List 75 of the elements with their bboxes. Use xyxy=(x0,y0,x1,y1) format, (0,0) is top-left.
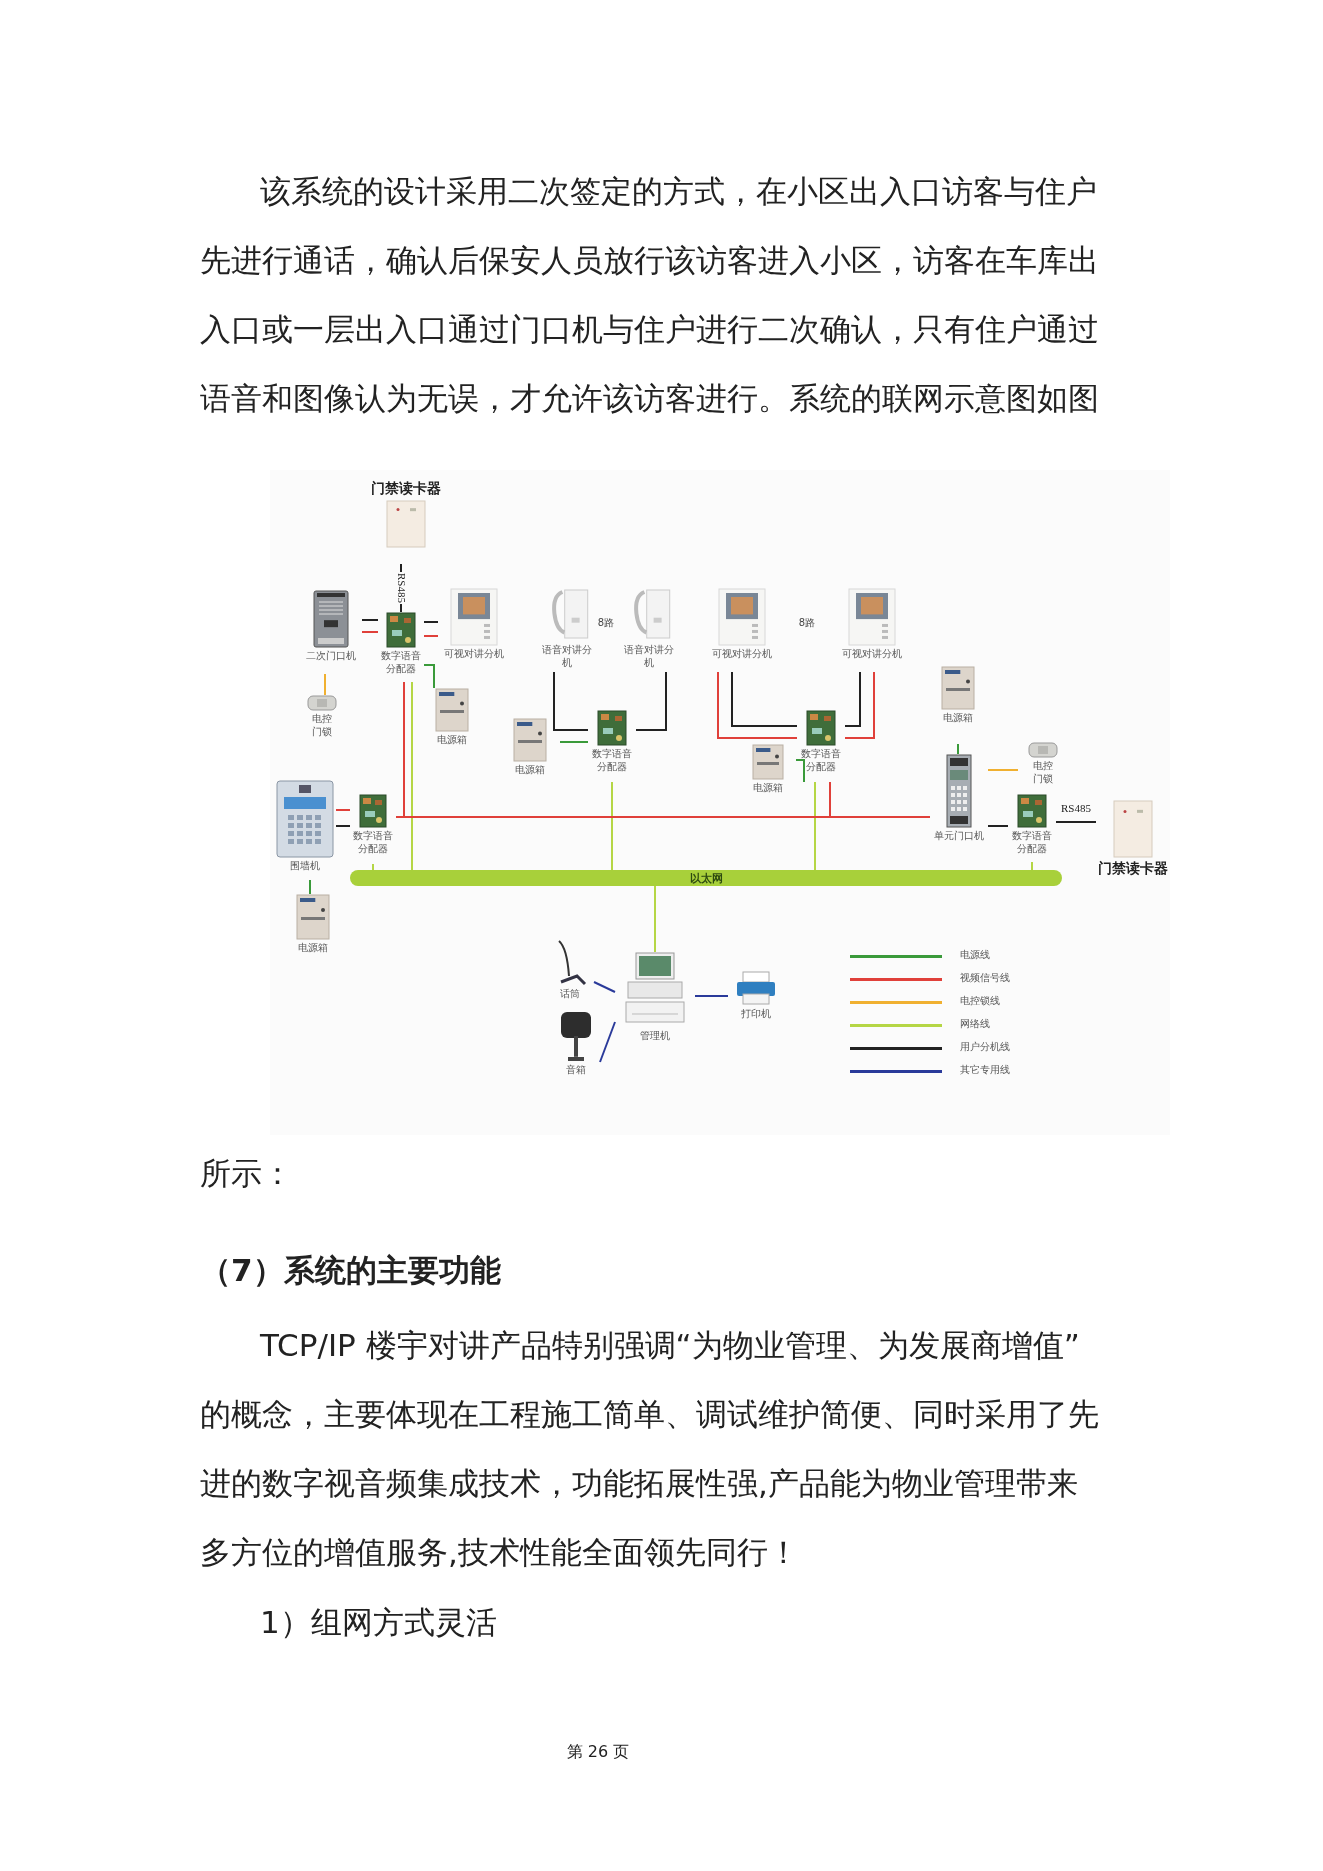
device-label: 数字语音分配器 xyxy=(380,650,422,675)
cable-line xyxy=(593,981,616,993)
device-label: 话筒 xyxy=(560,988,580,1001)
device-label: 语音对讲分机 xyxy=(623,644,675,669)
device-label: 可视对讲分机 xyxy=(842,648,902,661)
device-label: 可视对讲分机 xyxy=(444,648,504,661)
paragraph: 所示： xyxy=(200,1154,294,1193)
legend-label: 用户分机线 xyxy=(960,1042,1010,1052)
device-label: 电源箱 xyxy=(515,764,545,777)
cable-line xyxy=(599,1021,616,1063)
device-label: 电源箱 xyxy=(298,942,328,955)
cable-line xyxy=(335,825,351,827)
legend-label: 电控锁线 xyxy=(960,996,1000,1006)
legend-label: 其它专用线 xyxy=(960,1065,1010,1075)
cable-line xyxy=(1031,861,1033,871)
device-label: 电源箱 xyxy=(753,782,783,795)
cable-line xyxy=(553,671,589,731)
page-number: 第 26 页 xyxy=(565,1741,631,1763)
cable-line xyxy=(423,621,439,623)
device-label: 电控门锁 xyxy=(1032,760,1054,785)
device-label: 二次门口机 xyxy=(306,650,356,663)
cable-line xyxy=(957,743,959,755)
device-label: 管理机 xyxy=(640,1030,670,1043)
cable-line xyxy=(559,741,589,743)
edge-label: RS485 xyxy=(395,572,407,604)
cable-line xyxy=(717,671,798,739)
cable-line xyxy=(635,671,667,731)
legend-label: 视频信号线 xyxy=(960,973,1010,983)
device-label: 语音对讲分机 xyxy=(541,644,593,669)
device-label: 音箱 xyxy=(566,1064,586,1077)
cable-line xyxy=(795,759,805,783)
cable-line xyxy=(411,681,413,871)
cable-line xyxy=(654,885,656,953)
device-label: 数字语音分配器 xyxy=(352,830,394,855)
device-label: 打印机 xyxy=(741,1008,771,1021)
cable-line xyxy=(361,619,379,621)
list-item: 1）组网方式灵活 xyxy=(259,1603,498,1642)
legend-label: 网络线 xyxy=(960,1019,990,1029)
cable-line xyxy=(1055,821,1097,823)
cable-line xyxy=(395,816,931,818)
cable-line xyxy=(361,631,379,633)
section-heading: （7）系统的主要功能 xyxy=(200,1251,502,1290)
cable-line xyxy=(814,781,816,871)
channel-count-label: 8路 xyxy=(597,618,615,628)
cable-line xyxy=(731,671,798,727)
device-label: 电源箱 xyxy=(943,712,973,725)
paragraph: TCP/IP 楼宇对讲产品特别强调“为物业管理、为发展商增值” 的概念，主要体现在工程施工简单、调试维护简便、同时采用了先进的数字视音频集成技术，功能拓展性强,产品能为物业管理带来多方位的增值服务,技术性能全面领先同行！ xyxy=(200,1326,1100,1572)
legend-label: 电源线 xyxy=(960,950,990,960)
device-label: 电源箱 xyxy=(437,734,467,747)
cable-line xyxy=(611,781,613,871)
ethernet-bus-bar xyxy=(350,870,1062,886)
cable-line xyxy=(694,995,729,997)
device-label: 数字语音分配器 xyxy=(591,748,633,773)
device-label: 门禁读卡器 xyxy=(1098,860,1168,878)
cable-line xyxy=(324,673,326,696)
edge-label: RS485 xyxy=(1060,802,1092,814)
device-label: 电控门锁 xyxy=(311,713,333,738)
cable-line xyxy=(309,879,311,895)
cable-line xyxy=(372,863,374,871)
device-label: 可视对讲分机 xyxy=(712,648,772,661)
device-label: 围墙机 xyxy=(290,860,320,873)
cable-line xyxy=(987,769,1019,771)
cable-line xyxy=(423,664,435,689)
device-label: 数字语音分配器 xyxy=(800,748,842,773)
device-label: 门禁读卡器 xyxy=(371,480,441,498)
device-label: 单元门口机 xyxy=(934,830,984,843)
cable-line xyxy=(987,825,1009,827)
bus-label: 以太网 xyxy=(689,872,723,884)
cable-line xyxy=(423,635,439,637)
cable-line xyxy=(844,671,861,727)
cable-line xyxy=(844,671,875,739)
device-label: 数字语音分配器 xyxy=(1011,830,1053,855)
cable-line xyxy=(335,809,351,811)
channel-count-label: 8路 xyxy=(798,618,816,628)
paragraph: 该系统的设计采用二次签定的方式，在小区出入口访客与住户先进行通话，确认后保安人员放行该访客进入小区，访客在车库出入口或一层出入口通过门口机与住户进行二次确认，只有住户通过语音和图像认为无误，才允许该访客进行。系统的联网示意图如图 xyxy=(200,172,1100,418)
